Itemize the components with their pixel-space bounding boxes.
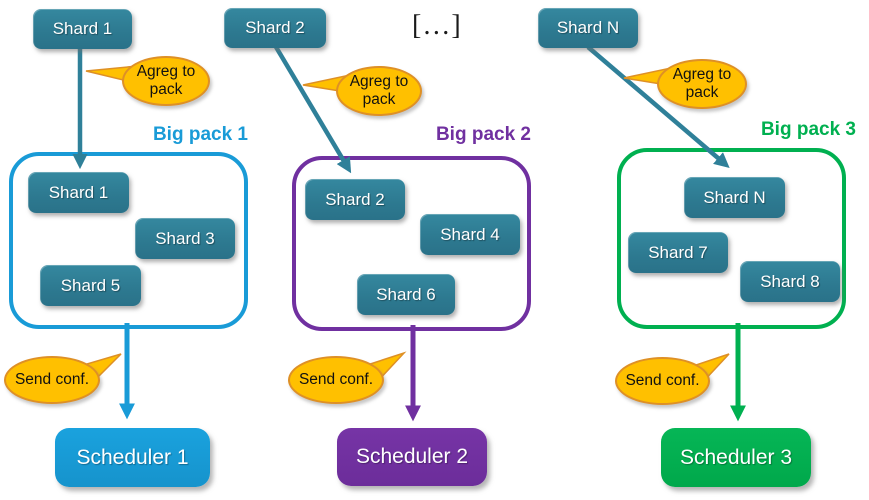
big-pack-1-title: Big pack 1 — [152, 124, 248, 145]
big-pack-3-container — [617, 148, 846, 329]
pack1-shard-3-box: Shard 3 — [135, 218, 235, 259]
send-conf-bubble-3: Send conf. — [615, 357, 710, 405]
big-pack-2-title: Big pack 2 — [435, 124, 531, 145]
agreg-to-pack-bubble-1: Agreg to pack — [122, 56, 210, 106]
scheduler-3-box: Scheduler 3 — [661, 428, 811, 487]
send-conf-bubble-2: Send conf. — [288, 356, 384, 404]
arrow-shardN-to-pack3 — [586, 45, 730, 168]
pack2-shard-4-box: Shard 4 — [420, 214, 520, 255]
top-shard-1-box: Shard 1 — [33, 9, 132, 49]
top-shard-2-box: Shard 2 — [224, 8, 326, 48]
agreg-to-pack-bubble-3: Agreg to pack — [657, 59, 747, 109]
top-shard-n-box: Shard N — [538, 8, 638, 48]
pack2-shard-6-box: Shard 6 — [357, 274, 455, 315]
arrow-shard2-to-pack2 — [274, 45, 352, 174]
big-pack-3-title: Big pack 3 — [760, 119, 856, 140]
pack1-shard-1-box: Shard 1 — [28, 172, 129, 213]
pack2-shard-2-box: Shard 2 — [305, 179, 405, 220]
scheduler-2-box: Scheduler 2 — [337, 428, 487, 486]
pack1-shard-5-box: Shard 5 — [40, 265, 141, 306]
send-conf-bubble-1: Send conf. — [4, 356, 100, 404]
scheduler-1-box: Scheduler 1 — [55, 428, 210, 487]
pack3-shard-8-box: Shard 8 — [740, 261, 840, 302]
agreg-to-pack-bubble-2: Agreg to pack — [336, 66, 422, 116]
pack3-shard-7-box: Shard 7 — [628, 232, 728, 273]
ellipsis-label: […] — [412, 10, 462, 41]
pack3-shard-n-box: Shard N — [684, 177, 785, 218]
